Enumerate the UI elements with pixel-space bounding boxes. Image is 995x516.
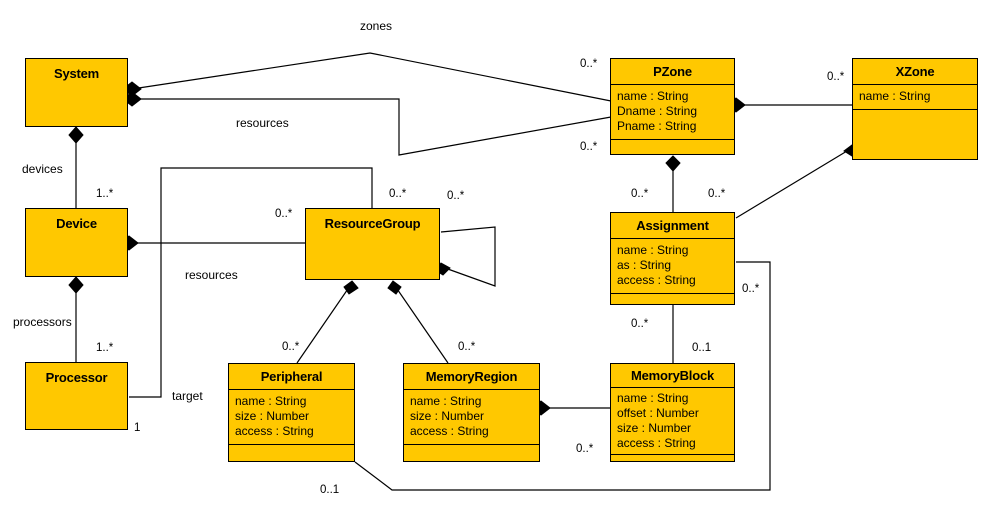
class-attributes-peripheral: name : String size : Number access : Str… xyxy=(229,390,354,445)
multiplicity-assignment-top-right: 0..* xyxy=(708,188,726,200)
edge-system-zones-pzone xyxy=(131,52,612,102)
diamond-resourcegroup-memoryregion xyxy=(387,280,402,295)
edge-resourcegroup-memoryregion xyxy=(392,282,449,364)
class-box-resourcegroup[interactable]: ResourceGroup xyxy=(305,208,440,280)
class-box-memoryregion[interactable]: MemoryRegion name : String size : Number… xyxy=(403,363,540,462)
attribute-row: name : String xyxy=(235,394,307,408)
attribute-row: Dname : String xyxy=(617,104,698,118)
association-label-resources-top: resources xyxy=(236,116,289,130)
multiplicity-peripheral-top: 0..* xyxy=(282,341,300,353)
attribute-row: size : Number xyxy=(235,409,310,423)
attribute-row: access : String xyxy=(410,424,489,438)
diamond-pzone-assignment xyxy=(665,155,681,172)
class-operations-assignment xyxy=(611,294,734,304)
attribute-row: name : String xyxy=(410,394,482,408)
multiplicity-assignment-top-left: 0..* xyxy=(631,188,649,200)
class-name-processor: Processor xyxy=(45,370,108,385)
attribute-row: name : String xyxy=(617,243,689,257)
class-name-memoryregion: MemoryRegion xyxy=(404,364,539,390)
multiplicity-peripheral-bottom: 0..1 xyxy=(320,484,340,496)
multiplicity-processor-upper: 1..* xyxy=(96,342,114,354)
multiplicity-memoryblock-top: 0..1 xyxy=(692,342,712,354)
diamond-resourcegroup-peripheral xyxy=(343,280,359,295)
multiplicity-resourcegroup-left: 0..* xyxy=(275,208,293,220)
attribute-row: as : String xyxy=(617,258,672,272)
attribute-row: access : String xyxy=(235,424,314,438)
class-box-device[interactable]: Device xyxy=(25,208,128,277)
class-box-processor[interactable]: Processor xyxy=(25,362,128,430)
multiplicity-resourcegroup-self: 0..* xyxy=(447,190,465,202)
multiplicity-memoryregion-top: 0..* xyxy=(458,341,476,353)
association-label-processors: processors xyxy=(13,315,72,329)
class-box-system[interactable]: System xyxy=(25,58,128,127)
association-label-resources-mid: resources xyxy=(185,268,238,282)
multiplicity-resourcegroup-top: 0..* xyxy=(389,188,407,200)
multiplicity-device-upper: 1..* xyxy=(96,188,114,200)
association-label-zones: zones xyxy=(360,19,393,33)
class-box-peripheral[interactable]: Peripheral name : String size : Number a… xyxy=(228,363,355,462)
attribute-row: access : String xyxy=(617,273,696,287)
class-box-xzone[interactable]: XZone name : String xyxy=(852,58,978,160)
multiplicity-memoryregion-right: 0..* xyxy=(576,443,594,455)
attribute-row: access : String xyxy=(617,436,696,450)
class-name-xzone: XZone xyxy=(853,59,977,85)
attribute-row: size : Number xyxy=(410,409,485,423)
class-box-pzone[interactable]: PZone name : String Dname : String Pname… xyxy=(610,58,735,155)
multiplicity-processor-one: 1 xyxy=(134,422,141,434)
edge-xzone-assignment xyxy=(735,147,853,219)
attribute-row: name : String xyxy=(859,89,931,103)
class-attributes-assignment: name : String as : String access : Strin… xyxy=(611,239,734,294)
class-operations-memoryblock xyxy=(611,455,734,461)
class-attributes-xzone: name : String xyxy=(853,85,977,110)
attribute-row: name : String xyxy=(617,391,689,405)
edge-system-resources-pzone xyxy=(132,98,612,156)
class-name-device: Device xyxy=(56,216,97,231)
multiplicity-assignment-right: 0..* xyxy=(742,283,760,295)
class-name-resourcegroup: ResourceGroup xyxy=(324,216,421,231)
edge-resourcegroup-peripheral xyxy=(296,282,353,364)
attribute-row: Pname : String xyxy=(617,119,697,133)
class-attributes-memoryregion: name : String size : Number access : Str… xyxy=(404,390,539,445)
class-name-peripheral: Peripheral xyxy=(229,364,354,390)
class-operations-xzone xyxy=(853,110,977,159)
class-name-assignment: Assignment xyxy=(611,213,734,239)
association-label-devices: devices xyxy=(22,162,63,176)
class-name-pzone: PZone xyxy=(611,59,734,85)
attribute-row: offset : Number xyxy=(617,406,699,420)
class-attributes-memoryblock: name : String offset : Number size : Num… xyxy=(611,388,734,455)
multiplicity-xzone-left: 0..* xyxy=(827,71,845,83)
class-name-memoryblock: MemoryBlock xyxy=(611,364,734,388)
multiplicity-pzone-lower-left: 0..* xyxy=(580,141,598,153)
attribute-row: name : String xyxy=(617,89,689,103)
class-box-memoryblock[interactable]: MemoryBlock name : String offset : Numbe… xyxy=(610,363,735,462)
association-label-target: target xyxy=(172,389,203,403)
multiplicity-assignment-bottom-left: 0..* xyxy=(631,318,649,330)
class-attributes-pzone: name : String Dname : String Pname : Str… xyxy=(611,85,734,140)
diamond-device-processors xyxy=(68,276,84,294)
class-box-assignment[interactable]: Assignment name : String as : String acc… xyxy=(610,212,735,305)
multiplicity-pzone-upper-left: 0..* xyxy=(580,58,598,70)
class-name-system: System xyxy=(53,66,100,81)
diamond-system-devices xyxy=(68,126,84,144)
edge-resourcegroup-self xyxy=(440,226,496,287)
class-operations-pzone xyxy=(611,140,734,154)
attribute-row: size : Number xyxy=(617,421,692,435)
class-operations-peripheral xyxy=(229,445,354,461)
class-operations-memoryregion xyxy=(404,445,539,461)
